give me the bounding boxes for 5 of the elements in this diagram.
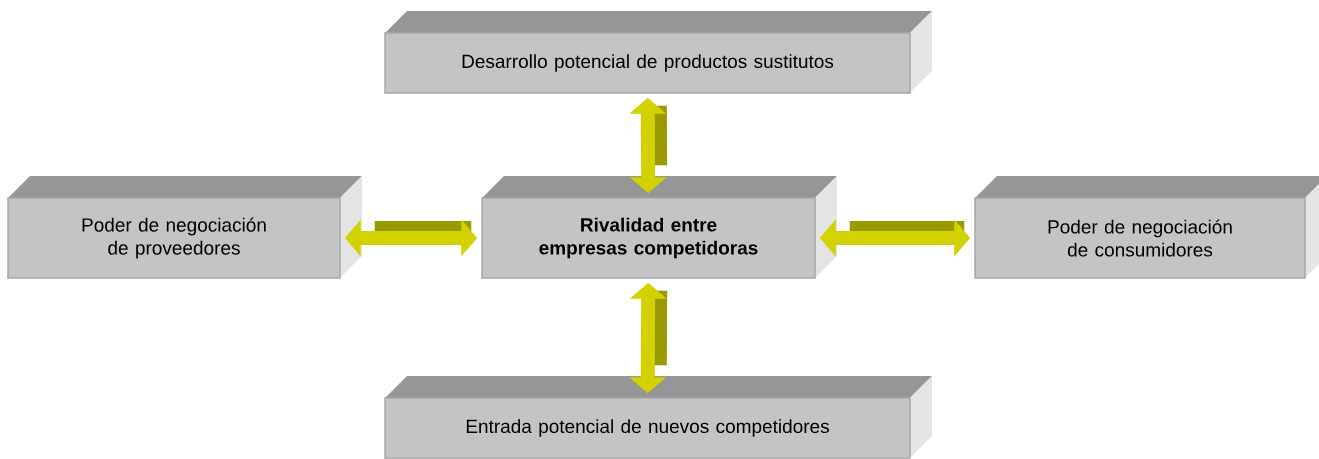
box-3d: Poder de negociación de consumidores (974, 176, 1319, 279)
box-3d: Desarrollo potencial de productos sustitutos (384, 11, 932, 94)
box-3d: Poder de negociación de proveedores (7, 176, 362, 279)
box-3d: Entrada potencial de nuevos competidores (384, 376, 932, 459)
box-3d: Rivalidad entre empresas competidoras (481, 176, 837, 279)
